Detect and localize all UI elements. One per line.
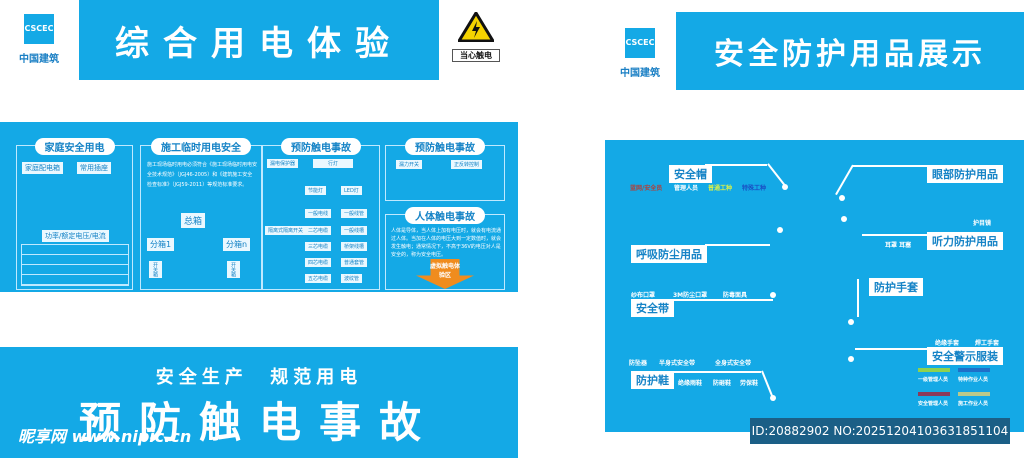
panel-construction-electricity: 施工临时用电安全 施工现场临时用电必须符合《施工现场临时用电安全技术规范》（JG… bbox=[140, 138, 262, 290]
panel-human-shock: 人体触电事故 人体是导体，当人体上加有电压时，就会有电流通过人体。当加在人体的电… bbox=[385, 207, 505, 290]
watermark: 昵享网 www.nipic.cn bbox=[18, 427, 192, 446]
high-voltage-warning-icon bbox=[456, 10, 496, 43]
electrical-board: 家庭安全用电 家庭配电箱 常用插座 功率/额定电压/电流 施工临时用电安全 施工… bbox=[0, 122, 518, 292]
bottom-banner: 安全生产 规范用电 预防触电事故 昵享网 www.nipic.cn bbox=[0, 347, 518, 458]
ppe-title-banner: 安全防护用品展示 bbox=[676, 12, 1024, 90]
ppe-board: 安全帽 蓝网/安全员 管理人员 普通工种 特殊工种 眼部防护用品 护目镜 听力防… bbox=[605, 140, 1024, 432]
title-banner: 综合用电体验 bbox=[79, 0, 439, 80]
image-id-bar: ID:20882902 NO:20251204103631851104 bbox=[750, 418, 1010, 444]
warning-sign: 当心触电 bbox=[452, 10, 500, 62]
power-table bbox=[21, 244, 129, 286]
cscec-logo: CSCEC 中国建筑 bbox=[9, 14, 69, 65]
panel-home-electricity: 家庭安全用电 家庭配电箱 常用插座 功率/额定电压/电流 bbox=[16, 138, 133, 290]
panel-prevent-shock-2: 预防触电事故 漏力开关 正反转控制 bbox=[385, 138, 505, 201]
cscec-logo-right: CSCEC 中国建筑 bbox=[610, 28, 670, 79]
panel-prevent-shock: 预防触电事故 漏电保护器 行灯 节能灯 LED灯 一般电线 一般线管 隔离式隔离… bbox=[262, 138, 380, 290]
